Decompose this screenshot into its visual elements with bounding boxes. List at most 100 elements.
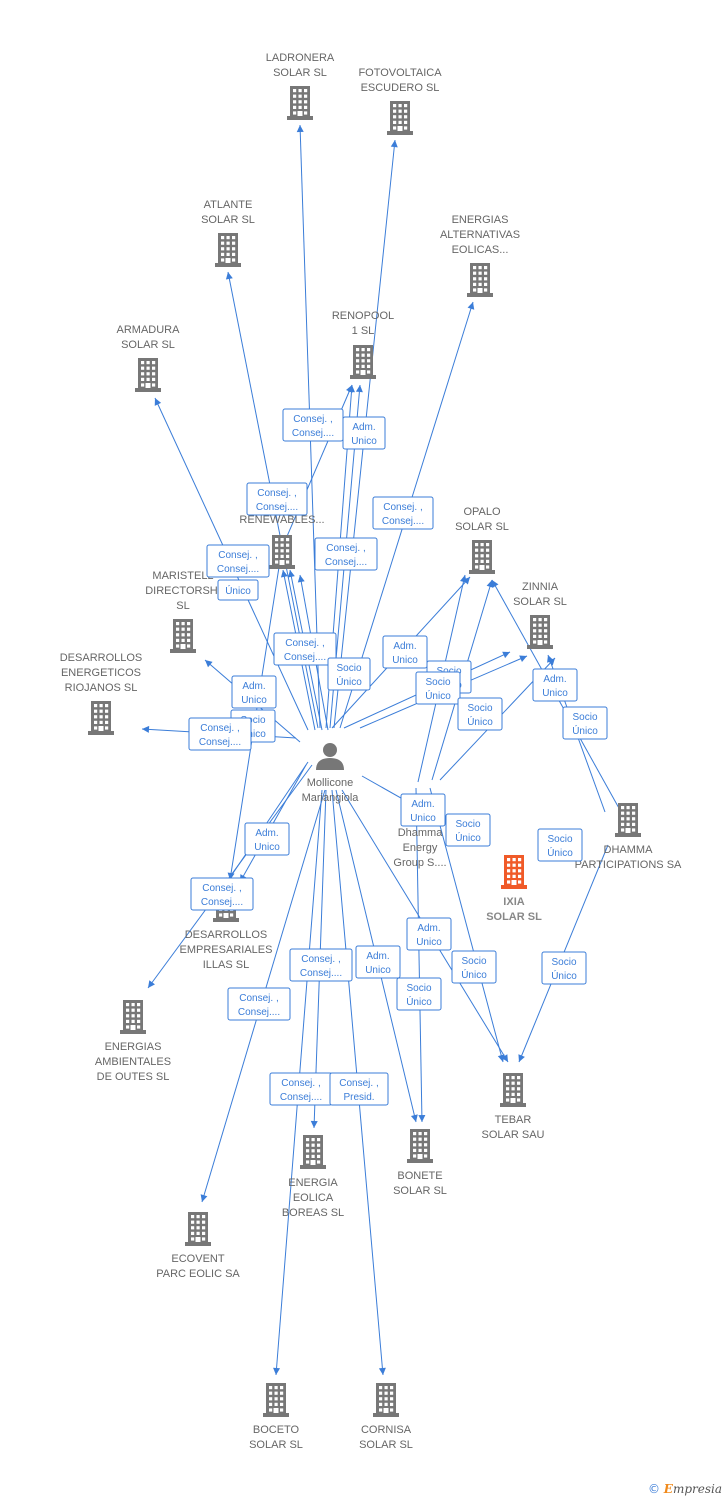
arrowhead [310, 1120, 318, 1128]
relation-label[interactable]: Consej. ,Consej.... [282, 408, 344, 442]
relation-label[interactable]: Consej. ,Consej.... [246, 482, 308, 516]
relation-label[interactable]: Consej. ,Consej.... [273, 632, 337, 666]
relation-label[interactable]: Consej. ,Consej.... [206, 544, 270, 578]
arrowhead [467, 302, 475, 310]
arrowhead [148, 980, 155, 988]
svg-text:Adm.Unico: Adm.Unico [351, 422, 377, 447]
relation-label[interactable]: Consej. ,Consej.... [269, 1072, 333, 1106]
person-icon [316, 743, 344, 770]
building-icon [500, 1073, 526, 1107]
svg-text:Único: Único [225, 584, 251, 597]
svg-text:Consej. ,Consej....: Consej. ,Consej.... [217, 550, 259, 575]
building-icon [269, 535, 295, 569]
building-icon [501, 855, 527, 889]
arrowhead [497, 1054, 505, 1062]
svg-text:Adm.Unico: Adm.Unico [410, 799, 436, 824]
relation-label[interactable]: Único [217, 579, 259, 601]
footer-brand[interactable]: © Empresia [648, 1482, 722, 1496]
arrowhead [518, 1054, 525, 1062]
relation-label[interactable]: Consej. ,Consej.... [289, 948, 353, 982]
relation-label[interactable]: Adm.Unico [400, 793, 446, 827]
svg-text:Adm.Unico: Adm.Unico [416, 923, 442, 948]
building-icon [407, 1129, 433, 1163]
building-icon [300, 1135, 326, 1169]
relation-edge [429, 787, 504, 1063]
relation-label[interactable]: Consej. ,Consej.... [188, 717, 252, 751]
building-icon [215, 233, 241, 267]
arrowhead [227, 872, 235, 880]
building-icon [373, 1383, 399, 1417]
svg-text:Adm.Unico: Adm.Unico [254, 828, 280, 853]
relation-label[interactable]: Consej. ,Consej.... [372, 496, 434, 530]
relation-label[interactable]: Adm.Unico [355, 945, 401, 979]
relation-label[interactable]: Consej. ,Consej.... [190, 877, 254, 911]
arrowhead [519, 655, 527, 662]
svg-text:Consej. ,Consej....: Consej. ,Consej.... [199, 723, 241, 748]
relation-label[interactable]: Consej. ,Consej.... [314, 537, 378, 571]
relation-label[interactable]: Adm.Unico [231, 675, 277, 709]
relation-label[interactable]: Consej. ,Presid. [329, 1072, 389, 1106]
relation-label[interactable]: Adm.Unico [244, 822, 290, 856]
relation-label[interactable]: Consej. ,Consej.... [227, 987, 291, 1021]
arrowhead [225, 272, 233, 280]
relation-label[interactable]: Adm.Unico [406, 917, 452, 951]
arrowhead [296, 125, 304, 133]
relation-edge [415, 787, 423, 1123]
copyright-icon: © [647, 1482, 660, 1496]
relation-label[interactable]: Adm.Unico [382, 635, 428, 669]
relation-label[interactable]: Adm.Unico [342, 416, 386, 450]
relation-label[interactable]: Adm.Unico [532, 668, 578, 702]
building-icon [135, 358, 161, 392]
svg-text:Consej. ,Consej....: Consej. ,Consej.... [280, 1078, 322, 1103]
arrowhead [142, 725, 150, 733]
arrowhead [502, 651, 510, 659]
